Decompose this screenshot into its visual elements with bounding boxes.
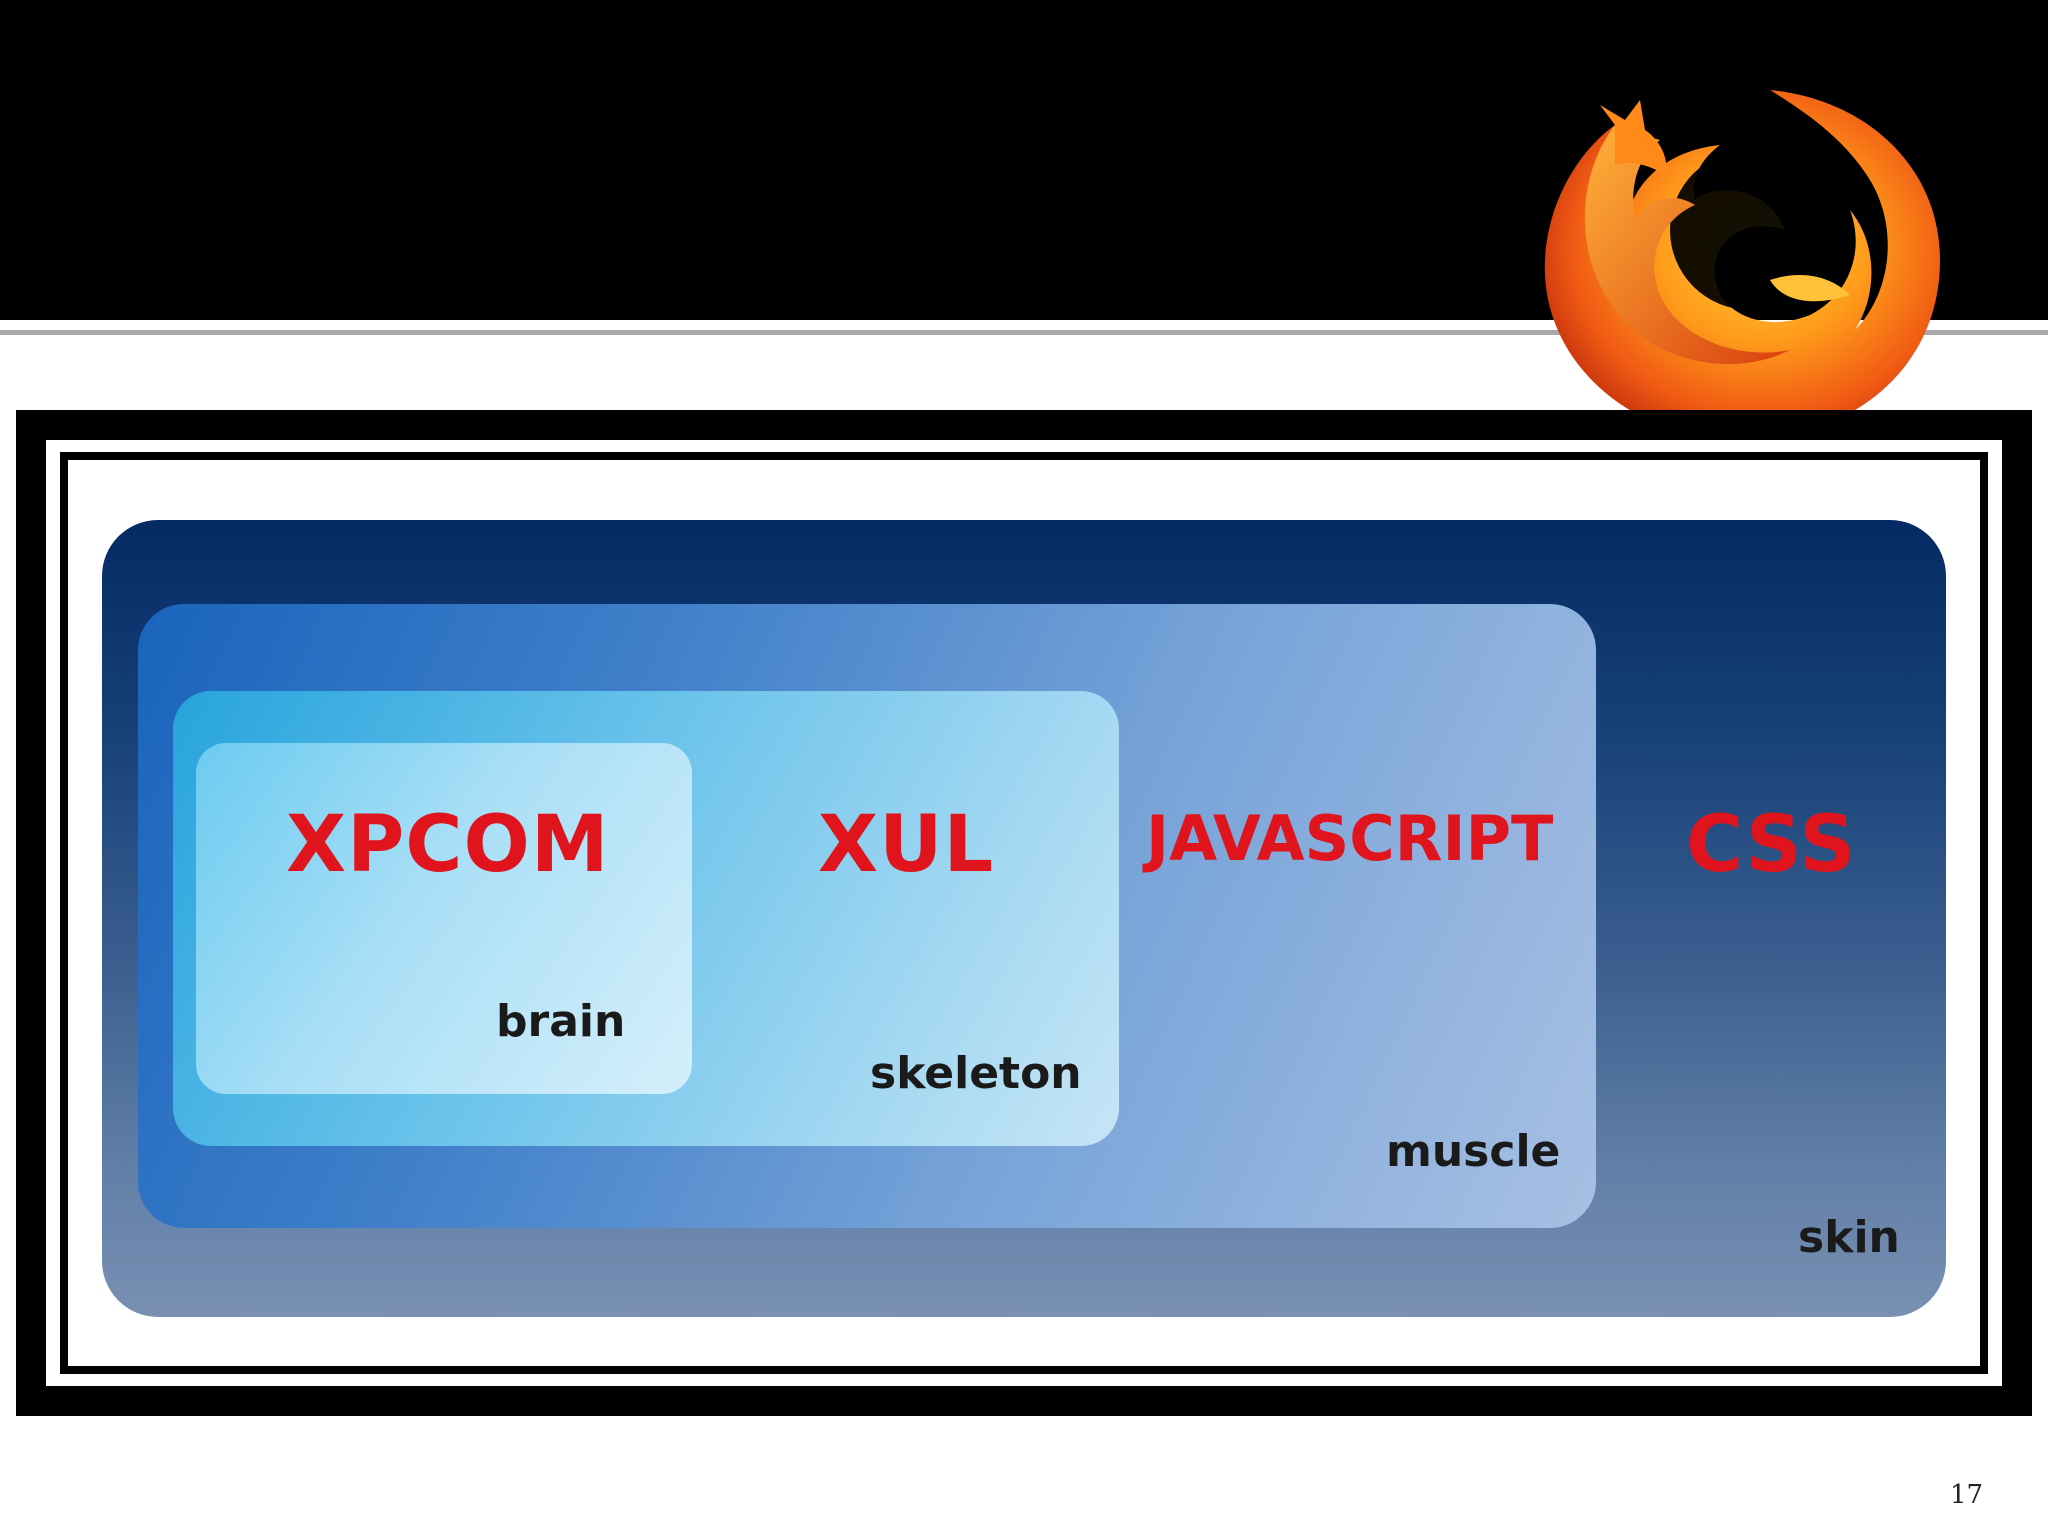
label-xul: XUL: [818, 800, 995, 890]
label-css: CSS: [1686, 800, 1857, 890]
label-xpcom: XPCOM: [286, 800, 610, 890]
role-brain: brain: [496, 996, 626, 1047]
role-muscle: muscle: [1386, 1126, 1561, 1177]
page-number: 17: [1950, 1480, 1984, 1510]
role-skeleton: skeleton: [870, 1048, 1082, 1099]
title-underline: [0, 330, 2048, 335]
firefox-logo-icon: [1544, 90, 1940, 440]
layer-brain: [196, 743, 692, 1094]
label-javascript: JAVASCRIPT: [1146, 802, 1554, 875]
role-skin: skin: [1798, 1212, 1900, 1263]
